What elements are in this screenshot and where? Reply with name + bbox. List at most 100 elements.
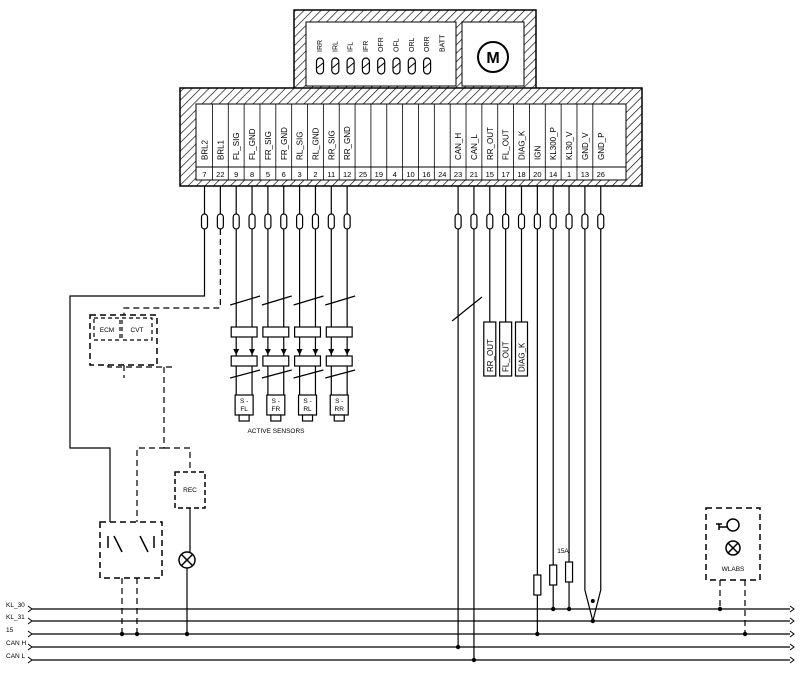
sensor-tip-icon	[301, 414, 314, 422]
pin-label: GND_V	[581, 132, 590, 160]
pin-label: RR_SIG	[327, 130, 336, 160]
pin-number: 7	[202, 170, 206, 179]
pin-label: CAN_H	[454, 133, 463, 160]
sensor-connector-icon	[230, 326, 258, 338]
pin-number: 26	[597, 170, 605, 179]
pin-number: 24	[438, 170, 446, 179]
ecm-cvt-group: ECM CVT	[89, 314, 158, 366]
connector-pins: BRL27BRL122FL_SIG9FL_GND8FR_SIG5FR_GND6R…	[201, 104, 606, 180]
sensor-label: FR	[271, 406, 280, 413]
sensor-label: RR	[335, 406, 345, 413]
wlabs-label: WLABS	[722, 566, 745, 573]
pin-number: 1	[567, 170, 571, 179]
sensor-label: S -	[272, 398, 280, 405]
sensor-label: S -	[335, 398, 343, 405]
sensor-connector-icon	[325, 355, 353, 367]
pin-label: BRL1	[216, 139, 225, 160]
shield-mark	[230, 369, 261, 379]
valve-label: IFL	[348, 42, 355, 52]
brake-lamp-icon	[178, 551, 196, 569]
pin-label: IGN	[533, 146, 542, 160]
motor-label: M	[486, 50, 499, 67]
bus-arrow-icon	[789, 656, 795, 664]
wire-connector-icon	[502, 213, 510, 230]
ecm-label: ECM	[100, 327, 114, 334]
pin-label: FR_SIG	[264, 131, 273, 160]
valve-coil-mark	[408, 62, 416, 69]
pin-label: KL300_P	[549, 127, 558, 160]
pin-number: 15	[486, 170, 494, 179]
wire-connector-icon	[597, 213, 605, 230]
wire-connector-icon	[581, 213, 589, 230]
pin-number: 16	[422, 170, 430, 179]
bus-arrow-icon	[789, 643, 795, 651]
pin-number: 18	[517, 170, 525, 179]
wire-segment	[164, 447, 191, 472]
output-label: RR_OUT	[486, 339, 495, 372]
cvt-label: CVT	[131, 327, 144, 334]
bus-label: 15	[6, 627, 14, 634]
sensor-label: S -	[303, 398, 311, 405]
valve-label: IFR	[363, 41, 370, 52]
connector-arrow-icon	[328, 349, 351, 355]
pin-number: 4	[393, 170, 397, 179]
pin-number: 11	[327, 170, 335, 179]
wire-connector-icon	[216, 213, 224, 230]
wire-connector-icon	[470, 213, 478, 230]
bus-arrow-icon	[27, 605, 33, 613]
wire-connector-icon	[454, 213, 462, 230]
pin-number: 22	[216, 170, 224, 179]
ground-dot	[590, 599, 595, 603]
rec-label: REC	[183, 487, 197, 494]
pin-label: GND_P	[597, 132, 606, 160]
wire-segment	[584, 229, 602, 622]
shield-mark	[230, 295, 261, 306]
sensor-connector-icon	[262, 355, 290, 367]
wire-connector-icon	[232, 213, 240, 230]
pin-label: FL_SIG	[232, 132, 241, 160]
valve-coil-mark	[316, 62, 324, 69]
pin-number: 9	[234, 170, 238, 179]
brake-light-switch	[99, 521, 163, 579]
shield-mark	[325, 369, 356, 379]
valve-label: BATT	[439, 34, 446, 52]
bus-label: KL_31	[6, 614, 25, 621]
wire-segment	[123, 229, 221, 315]
valve-coil-mark	[331, 62, 339, 69]
fuse-icon	[549, 564, 558, 586]
pin-number: 13	[581, 170, 589, 179]
sensor-label: S -	[240, 398, 248, 405]
pin-label: RR_OUT	[486, 127, 495, 160]
connector-arrow-icon	[233, 349, 256, 355]
pin-label: BRL2	[201, 139, 210, 160]
sensor-label: FL	[240, 406, 248, 413]
pin-number: 21	[470, 170, 478, 179]
pin-label: CAN_L	[470, 134, 479, 160]
wire-connector-icon	[280, 213, 288, 230]
valve-label: OFR	[378, 37, 385, 52]
pin-number: 25	[359, 170, 367, 179]
wire-connector-icon	[565, 213, 573, 230]
sensor-connector-icon	[230, 355, 258, 367]
pin-label: KL30_V	[565, 131, 574, 160]
pin-label: RL_GND	[311, 127, 320, 160]
warning-lamp-box: WLABS	[705, 507, 761, 581]
sensor-connector-icon	[262, 326, 290, 338]
wire-segment	[136, 367, 165, 522]
bus-label: CAN H	[6, 640, 27, 647]
shield-mark	[293, 369, 324, 379]
valve-label: OFL	[394, 38, 401, 52]
sensor-tip-icon	[238, 414, 250, 422]
bus-label: KL_30	[6, 602, 25, 609]
pin-number: 20	[533, 170, 541, 179]
sensor-tip-icon	[333, 414, 345, 422]
pin-number: 8	[250, 170, 254, 179]
wire-connector-icon	[343, 213, 351, 230]
shield-mark	[261, 295, 292, 306]
pin-number: 23	[454, 170, 462, 179]
wire-connector-icon	[264, 213, 272, 230]
output-terminal	[499, 321, 513, 377]
